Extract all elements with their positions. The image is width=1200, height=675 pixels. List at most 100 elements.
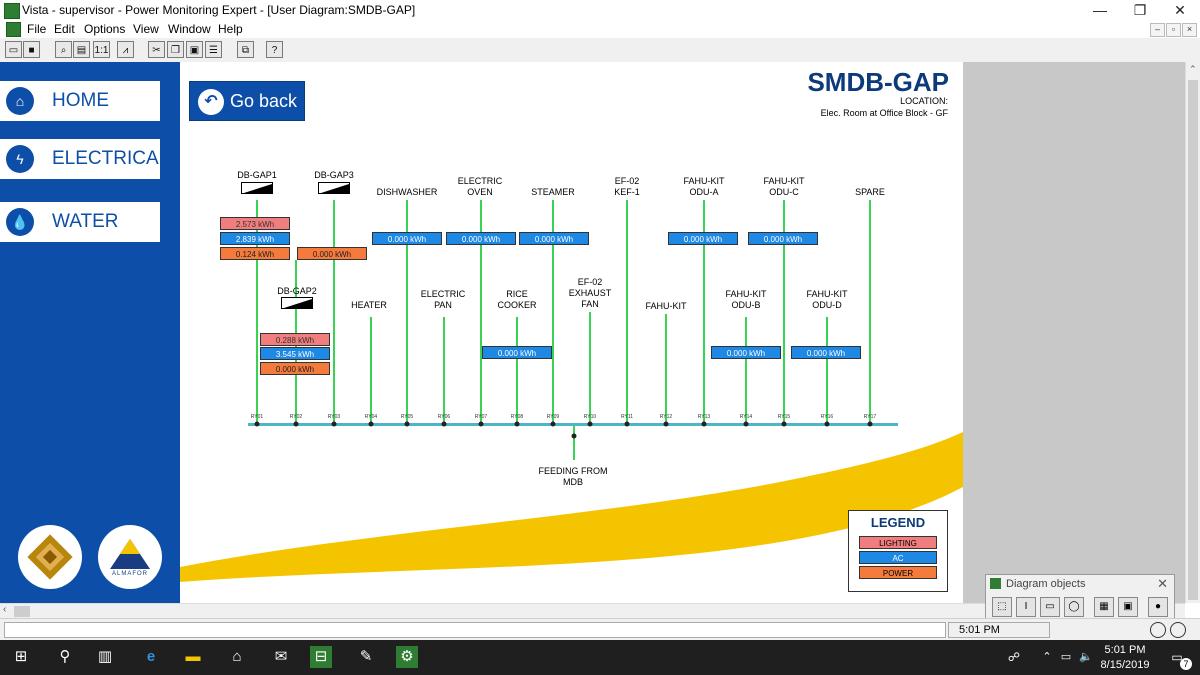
reading-lighting[interactable]: 2.573 kWh: [220, 217, 290, 230]
vista-app-icon[interactable]: ⊟: [310, 646, 332, 668]
minimize-button[interactable]: —: [1093, 2, 1107, 18]
electrical-button[interactable]: ϟ ELECTRICAL: [0, 139, 169, 179]
notification-icon[interactable]: ▭: [1171, 650, 1183, 664]
menu-file[interactable]: File: [27, 22, 47, 36]
meter-tool-icon[interactable]: ▣: [1118, 597, 1138, 617]
paste-icon[interactable]: ▣: [186, 41, 203, 58]
go-back-label: Go back: [230, 91, 298, 111]
help-icon[interactable]: ?: [266, 41, 283, 58]
reading-ac[interactable]: 0.000 kWh: [519, 232, 589, 245]
edge-icon[interactable]: e: [146, 648, 156, 665]
gauge-tool-icon[interactable]: ◯: [1064, 597, 1084, 617]
reading-ac[interactable]: 0.000 kWh: [372, 232, 442, 245]
window-title: Vista - supervisor - Power Monitoring Ex…: [22, 3, 416, 17]
bus-node: [331, 421, 337, 427]
reading-ac[interactable]: 0.000 kWh: [791, 346, 861, 359]
reading-power[interactable]: 0.124 kWh: [220, 247, 290, 260]
home-button[interactable]: ⌂ HOME: [0, 81, 160, 121]
feeder-line: [783, 200, 785, 422]
lightning-icon: ϟ: [6, 145, 34, 173]
mdi-close-icon[interactable]: ×: [1182, 23, 1197, 37]
feeder-line: [406, 200, 408, 422]
copy-icon[interactable]: ❐: [167, 41, 184, 58]
record-tool-icon[interactable]: ●: [1148, 597, 1168, 617]
relay-label: RY09: [546, 414, 560, 420]
window-icon[interactable]: ⧉: [237, 41, 254, 58]
diagram-title: SMDB-GAP: [807, 67, 949, 97]
menu-options[interactable]: Options: [84, 22, 126, 36]
task-view-icon[interactable]: ▥: [97, 648, 113, 665]
menu-help[interactable]: Help: [218, 22, 243, 36]
menu-edit[interactable]: Edit: [54, 22, 75, 36]
mail-icon[interactable]: ✉: [274, 648, 288, 665]
bus-node: [404, 421, 410, 427]
scroll-thumb[interactable]: [14, 606, 30, 617]
store-icon[interactable]: ⌂: [232, 648, 242, 665]
save-icon[interactable]: ■: [23, 41, 40, 58]
horizontal-scrollbar[interactable]: ‹: [0, 603, 1185, 619]
taskbar-time[interactable]: 5:01 PM: [1104, 644, 1146, 656]
go-back-button[interactable]: ↶ Go back: [189, 81, 305, 121]
status-bar: 5:01 PM: [0, 618, 1200, 641]
open-icon[interactable]: ▭: [5, 41, 22, 58]
scroll-thumb[interactable]: [1188, 80, 1198, 600]
people-icon[interactable]: ☍: [1007, 650, 1021, 664]
windows-start-icon[interactable]: ⊞: [14, 648, 28, 665]
select-tool-icon[interactable]: ⬚: [992, 597, 1012, 617]
electrical-label: ELECTRICAL: [52, 148, 170, 169]
bus-bar: [248, 423, 898, 426]
grid-tool-icon[interactable]: ▦: [1094, 597, 1114, 617]
reading-ac[interactable]: 0.000 kWh: [711, 346, 781, 359]
palette-close-button[interactable]: ✕: [1157, 576, 1168, 591]
reading-power[interactable]: 0.000 kWh: [260, 362, 330, 375]
close-button[interactable]: ✕: [1174, 2, 1186, 18]
vertical-scrollbar[interactable]: ⌃: [1185, 62, 1200, 603]
menu-window[interactable]: Window: [168, 22, 211, 36]
settings-app-icon[interactable]: ⚙: [396, 646, 418, 668]
meter-icon: [241, 182, 273, 194]
restore-button[interactable]: ❐: [1133, 2, 1147, 18]
left-navigation: ⌂ HOME ϟ ELECTRICAL 💧 WATER ALMAFOR: [0, 62, 180, 603]
zoom-icon[interactable]: ⌕: [55, 41, 72, 58]
panel-label: DB-GAP3: [314, 170, 354, 180]
search-icon[interactable]: ⚲: [59, 648, 71, 665]
link-tool-icon[interactable]: ▭: [1040, 597, 1060, 617]
home-icon: ⌂: [6, 87, 34, 115]
paint-icon[interactable]: ✎: [359, 648, 373, 665]
reading-ac[interactable]: 3.545 kWh: [260, 347, 330, 360]
mdi-minimize-icon[interactable]: –: [1150, 23, 1165, 37]
reading-ac[interactable]: 2.839 kWh: [220, 232, 290, 245]
taskbar-date[interactable]: 8/15/2019: [1100, 659, 1150, 671]
view-icon[interactable]: ▤: [73, 41, 90, 58]
scroll-up-icon[interactable]: ⌃: [1189, 64, 1197, 74]
text-tool-icon[interactable]: I: [1016, 597, 1036, 617]
network-icon[interactable]: ▭: [1060, 651, 1072, 663]
chart-icon[interactable]: ⩘: [117, 41, 134, 58]
legend-title: LEGEND: [870, 515, 926, 530]
reading-lighting[interactable]: 0.288 kWh: [260, 333, 330, 346]
wave-background: [180, 432, 963, 603]
volume-icon[interactable]: 🔈: [1079, 651, 1093, 663]
reading-ac[interactable]: 0.000 kWh: [748, 232, 818, 245]
reading-power[interactable]: 0.000 kWh: [297, 247, 367, 260]
bus-node: [254, 421, 260, 427]
reading-ac[interactable]: 0.000 kWh: [446, 232, 516, 245]
file-explorer-icon[interactable]: ▬: [185, 648, 201, 665]
reading-ac[interactable]: 0.000 kWh: [482, 346, 552, 359]
load-label: STEAMER: [531, 187, 575, 197]
reading-ac[interactable]: 0.000 kWh: [668, 232, 738, 245]
mdi-restore-icon[interactable]: ▫: [1166, 23, 1181, 37]
cut-icon[interactable]: ✂: [148, 41, 165, 58]
feeder-line: [370, 317, 372, 422]
scroll-left-icon[interactable]: ‹: [3, 604, 7, 615]
menu-view[interactable]: View: [133, 22, 159, 36]
scale-icon[interactable]: 1:1: [93, 41, 110, 58]
water-button[interactable]: 💧 WATER: [0, 202, 160, 242]
document-icon[interactable]: [6, 22, 21, 37]
tray-chevron-icon[interactable]: ⌃: [1042, 651, 1052, 663]
layout-icon[interactable]: ☰: [205, 41, 222, 58]
